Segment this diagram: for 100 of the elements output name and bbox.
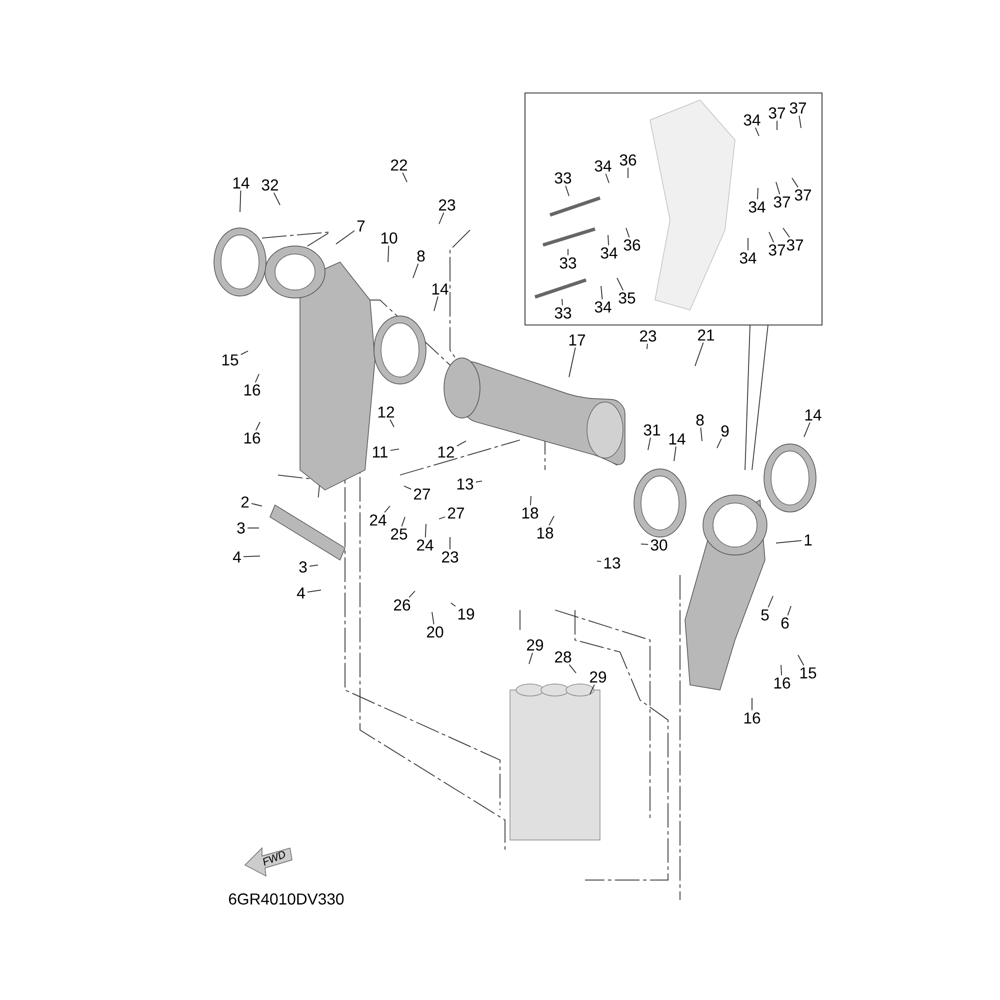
leader-line <box>240 350 248 355</box>
leader-line <box>776 182 780 195</box>
callout-number: 36 <box>624 239 640 251</box>
drawing-number: 6GR4010DV330 <box>229 893 344 905</box>
leader-line <box>616 278 624 291</box>
callout-number: 8 <box>696 414 704 426</box>
callout-number: 34 <box>594 301 612 313</box>
leader-line <box>626 228 630 238</box>
callout-number: 4 <box>296 588 305 598</box>
leader-line <box>438 516 446 520</box>
leader-line <box>776 540 802 544</box>
leader-line <box>694 342 704 366</box>
callout-number: 37 <box>794 189 811 201</box>
leader-line <box>600 286 603 300</box>
leader-line <box>565 185 570 196</box>
leader-line <box>408 590 416 598</box>
callout-number: 33 <box>554 307 572 319</box>
leader-line <box>787 606 792 616</box>
leader-line <box>412 263 419 278</box>
leader-line <box>568 347 576 378</box>
callout-number: 6 <box>781 617 789 629</box>
leader-line <box>798 115 802 128</box>
callout-number: 23 <box>442 551 458 563</box>
leader-line <box>309 564 318 567</box>
leader-line <box>401 516 406 527</box>
callout-number: 28 <box>555 651 572 663</box>
callout-number: 35 <box>618 292 636 304</box>
callout-number: 34 <box>748 201 766 213</box>
leader-line <box>640 544 649 545</box>
callout-number: 37 <box>790 102 806 114</box>
leader-line <box>776 120 778 130</box>
callout-number: 13 <box>604 557 620 569</box>
callout-number: 26 <box>394 599 410 611</box>
callout-number: 1 <box>804 534 812 546</box>
callout-number: 9 <box>721 425 729 437</box>
callout-number: 14 <box>805 410 822 420</box>
leader-line <box>754 127 760 136</box>
callout-number: 33 <box>554 172 572 184</box>
callout-number: 5 <box>761 609 769 621</box>
leader-line <box>390 448 400 451</box>
callout-number: 15 <box>800 667 816 679</box>
callout-number: 21 <box>698 329 714 341</box>
callout-number: 18 <box>522 507 538 519</box>
leader-line <box>432 612 434 625</box>
callout-number: 12 <box>378 406 394 418</box>
leader-line <box>404 486 412 490</box>
leader-line <box>434 296 438 312</box>
leader-line <box>648 437 651 450</box>
callout-number: 13 <box>457 478 474 490</box>
callout-number: 14 <box>233 178 250 188</box>
leader-line <box>798 654 804 666</box>
callout-number: 20 <box>427 626 444 638</box>
leader-line <box>251 503 262 506</box>
callout-number: 8 <box>417 250 425 262</box>
leader-line <box>273 192 280 206</box>
leader-line <box>456 440 466 446</box>
leader-line <box>562 298 563 306</box>
leader-line <box>716 438 722 448</box>
callout-number: 32 <box>262 179 278 191</box>
callout-number: 3 <box>237 522 245 534</box>
callout-number: 25 <box>391 528 408 540</box>
callout-number: 16 <box>744 712 760 724</box>
callout-number: 37 <box>786 239 803 251</box>
callout-number: 33 <box>560 257 576 269</box>
leader-line <box>438 212 444 224</box>
leader-line <box>548 516 554 526</box>
callout-number: 36 <box>620 154 636 166</box>
leader-line <box>255 422 260 431</box>
leader-line <box>804 422 810 438</box>
leader-line <box>254 374 260 383</box>
leader-line <box>756 188 758 200</box>
leader-line <box>530 496 532 506</box>
leader-line <box>384 506 390 513</box>
leader-line <box>780 664 782 676</box>
callout-number: 4 <box>232 552 241 562</box>
leader-line <box>450 602 456 607</box>
callout-number: 24 <box>417 539 434 551</box>
callout-number: 34 <box>744 114 760 126</box>
callout-number: 29 <box>527 639 544 651</box>
leader-line <box>700 427 702 442</box>
callout-number: 30 <box>650 539 668 551</box>
leader-line <box>528 652 534 664</box>
leader-line <box>605 173 610 184</box>
callout-number: 23 <box>439 199 456 211</box>
leader-line <box>475 480 482 483</box>
leader-line <box>646 343 648 350</box>
callout-number: 16 <box>244 432 260 444</box>
callout-number: 23 <box>640 330 656 342</box>
callout-number: 7 <box>357 220 365 232</box>
callout-number: 31 <box>644 424 660 436</box>
leader-line <box>608 234 610 246</box>
leader-line <box>568 664 576 674</box>
leader-line <box>768 232 774 243</box>
leader-line <box>388 245 390 262</box>
leader-line <box>243 556 260 558</box>
callout-number: 29 <box>590 671 606 683</box>
callout-number: 34 <box>600 247 618 259</box>
callout-number: 10 <box>381 232 398 244</box>
leader-line <box>782 228 790 238</box>
leader-line <box>674 446 676 462</box>
